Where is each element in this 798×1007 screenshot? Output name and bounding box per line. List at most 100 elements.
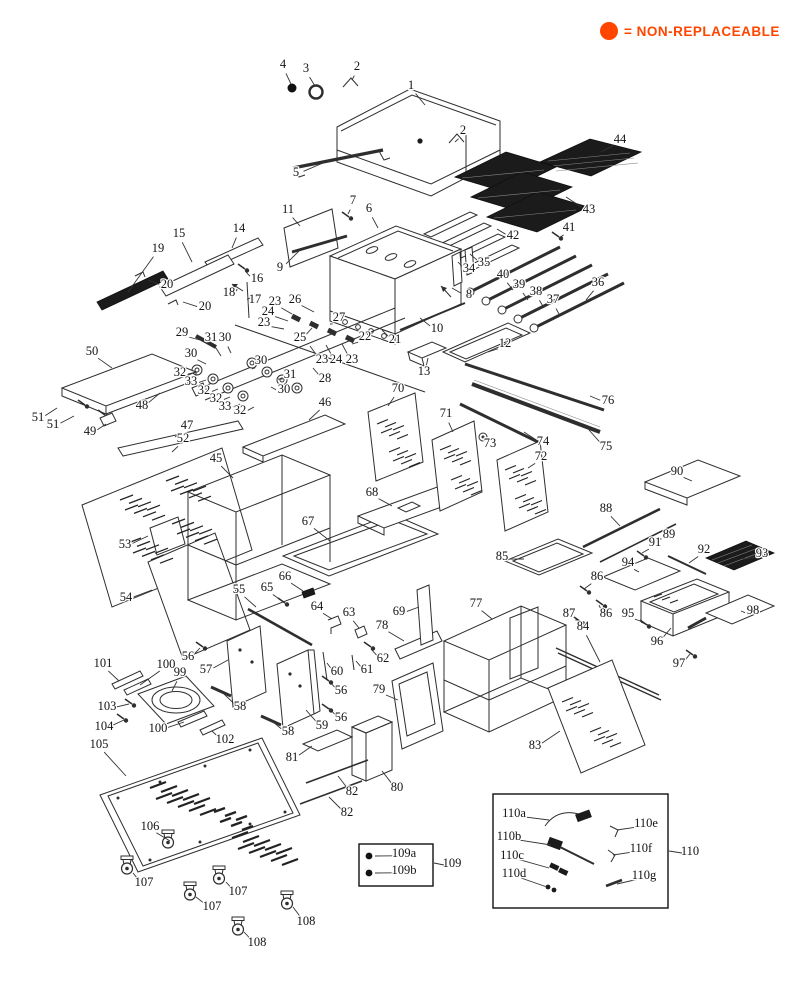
leader-line-63 — [352, 620, 360, 629]
part-label-93: 93 — [756, 546, 769, 560]
leader-line-56 — [194, 647, 201, 654]
vent-slot — [213, 806, 226, 814]
part-label-15: 15 — [173, 226, 186, 240]
leader-line-96 — [662, 627, 672, 638]
leader-line-110g — [616, 879, 637, 885]
leader-line-52 — [171, 445, 179, 453]
part-label-48: 48 — [136, 398, 149, 412]
part-label-23: 23 — [346, 352, 359, 366]
leader-line-19 — [127, 256, 154, 293]
part-label-87: 87 — [563, 606, 576, 620]
leader-line-109 — [433, 862, 445, 866]
vent-slot — [388, 446, 401, 453]
leader-line-34 — [457, 261, 463, 267]
part-label-43: 43 — [583, 202, 596, 216]
vent-slot — [601, 738, 614, 745]
part-label-35: 35 — [478, 255, 491, 269]
part-label-83: 83 — [529, 738, 542, 752]
part-label-99: 99 — [174, 665, 187, 679]
part-label-2: 2 — [354, 59, 360, 73]
part-label-53: 53 — [119, 537, 132, 551]
leader-line-110f — [612, 851, 634, 856]
vent-slot — [188, 803, 206, 813]
leader-line-106 — [156, 832, 171, 842]
part-label-6: 6 — [366, 201, 372, 215]
part-label-42: 42 — [507, 228, 520, 242]
vent-slot — [458, 477, 471, 484]
part-label-97: 97 — [673, 656, 686, 670]
part-label-105: 105 — [90, 737, 109, 751]
vent-slot — [248, 845, 266, 855]
part-label-49: 49 — [84, 424, 97, 438]
vent-slot — [185, 531, 200, 539]
vent-slot — [237, 841, 255, 851]
knob-cap-4 — [287, 83, 297, 93]
part-label-58: 58 — [234, 699, 247, 713]
leader-line-24 — [275, 316, 289, 322]
part-label-2: 2 — [460, 123, 466, 137]
part-label-107: 107 — [135, 875, 154, 889]
vent-slot — [281, 857, 299, 867]
vent-slot — [462, 486, 475, 493]
leader-line-77 — [481, 610, 493, 620]
leader-line-36 — [585, 290, 594, 301]
vent-slot — [573, 708, 586, 715]
vent-slots — [119, 418, 679, 867]
part-label-107: 107 — [203, 899, 222, 913]
leader-line-32 — [223, 396, 231, 400]
vent-slot — [182, 792, 200, 802]
vent-slot — [197, 495, 212, 502]
leader-line-35 — [469, 253, 478, 261]
vent-slot — [137, 501, 152, 508]
leader-line-45 — [220, 465, 234, 479]
vent-slot — [166, 795, 184, 805]
part-label-106: 106 — [141, 819, 160, 833]
ball-109b — [365, 869, 373, 877]
leader-line-79 — [385, 694, 399, 701]
vent-slot — [522, 496, 535, 503]
leader-line-11 — [292, 217, 301, 227]
part-label-12: 12 — [499, 336, 512, 350]
leader-line-64 — [322, 612, 333, 620]
leader-line-40 — [506, 282, 514, 291]
part-label-108: 108 — [248, 935, 267, 949]
leader-line-32 — [211, 388, 219, 392]
part-label-50: 50 — [86, 344, 99, 358]
vent-slot — [451, 456, 464, 463]
leader-line-51 — [60, 415, 75, 424]
part-label-45: 45 — [210, 451, 223, 465]
part-label-24: 24 — [330, 352, 343, 366]
leader-line-20 — [147, 279, 160, 285]
part-label-107: 107 — [229, 884, 248, 898]
leader-line-110c — [519, 859, 550, 869]
part-label-33: 33 — [185, 374, 198, 388]
callout-box-110 — [492, 793, 669, 909]
legend: = NON-REPLACEABLE — [600, 22, 779, 40]
leader-line-80 — [381, 770, 392, 784]
vent-slot — [203, 538, 218, 545]
vent-slot — [275, 846, 293, 856]
vent-slot — [516, 476, 529, 483]
part-label-90: 90 — [671, 464, 684, 478]
vent-slot — [270, 853, 288, 863]
leader-line-30 — [197, 359, 207, 365]
vent-slot — [231, 830, 249, 840]
leader-line-17 — [246, 297, 251, 300]
leader-line-82 — [337, 775, 347, 788]
part-label-109b: 109b — [392, 863, 417, 877]
part-label-110c: 110c — [500, 848, 524, 862]
leader-line-1 — [415, 93, 426, 106]
part-label-79: 79 — [373, 682, 386, 696]
part-label-73: 73 — [484, 436, 497, 450]
part-label-30: 30 — [219, 330, 232, 344]
vent-slot — [569, 699, 582, 706]
vent-slot — [142, 511, 157, 518]
part-label-75: 75 — [600, 439, 613, 453]
leader-line-28 — [312, 367, 320, 376]
vent-slot — [396, 433, 409, 440]
vent-slot — [466, 480, 479, 487]
part-label-32: 32 — [234, 403, 247, 417]
lower-panels-drawing — [299, 584, 646, 805]
leader-line-32 — [187, 371, 197, 375]
part-label-82: 82 — [341, 805, 354, 819]
